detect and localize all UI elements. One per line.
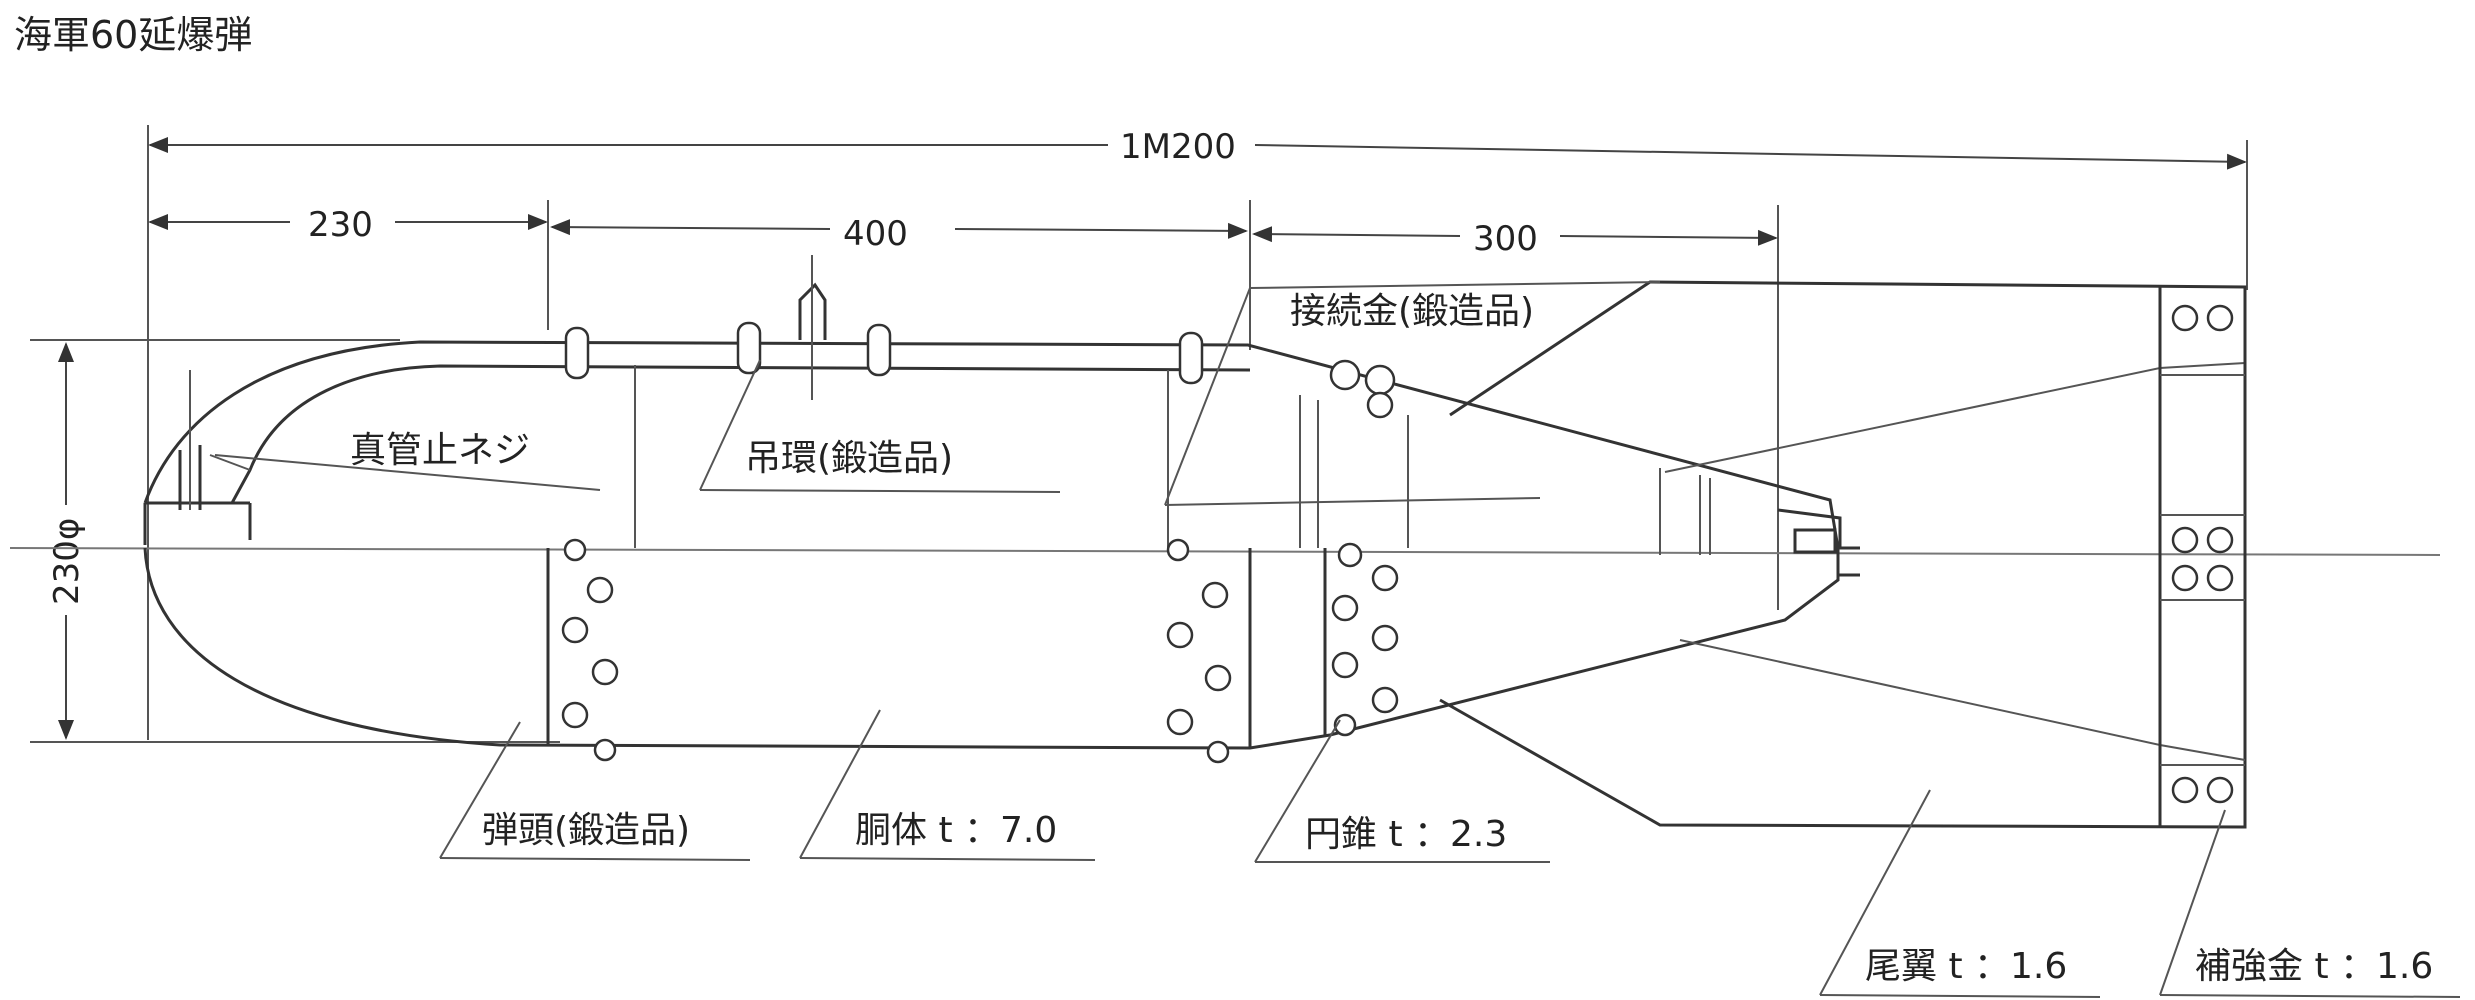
label-tail-fin: 尾翼 t ：1.6 [1865,946,2067,987]
rivet-group [561,304,2234,804]
label-body: 胴体 t ：7.0 [855,810,1057,851]
tail-fins [1439,280,2247,829]
leader-lines [214,281,2461,998]
dimension-overall-length: 1M200 [1120,127,1236,167]
label-connector: 接続金(鍛造品) [1290,291,1534,332]
drawing-title: 海軍60延爆弾 [14,13,252,57]
centerline [9,547,2441,556]
dimension-lines [30,125,2248,743]
dimension-nose-length: 230 [308,205,373,245]
label-reinforcement: 補強金 t ：1.6 [2195,946,2433,987]
label-suspension-lug: 吊環(鍛造品) [745,438,953,479]
label-fuze-screw: 真管止ネジ [350,430,530,471]
label-warhead-nose: 弾頭(鍛造品) [482,810,690,851]
dimension-body-length: 400 [843,214,908,254]
dimension-diameter: 230φ [47,518,87,605]
dimension-tail-length: 300 [1473,219,1538,259]
label-cone: 円錐 t ：2.3 [1305,814,1507,855]
bomb-body [143,255,1860,750]
